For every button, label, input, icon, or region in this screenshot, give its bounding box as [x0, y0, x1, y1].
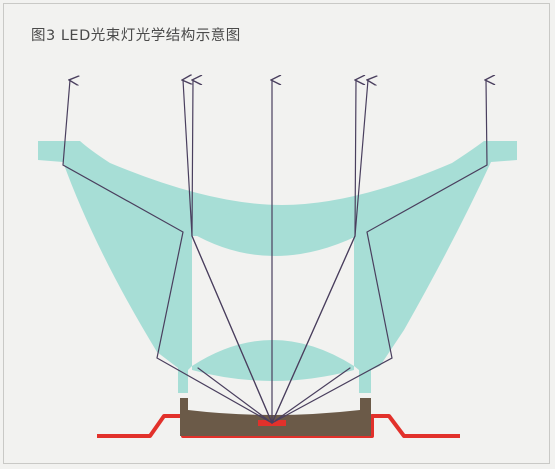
light-rays	[62, 80, 487, 424]
ray-outer-right	[271, 80, 487, 424]
bottom-dome-lens	[192, 340, 354, 381]
reflector-cup	[38, 141, 517, 393]
top-convex-lens	[190, 206, 365, 256]
ray-inner-right	[271, 367, 351, 424]
ray-outer-left	[62, 80, 273, 424]
ray-inner-left	[197, 367, 273, 424]
figure-frame	[3, 3, 550, 464]
left-lens-leg	[178, 366, 188, 393]
ray-left-2	[192, 80, 273, 424]
reflector-cavity	[192, 236, 354, 366]
led-base	[180, 398, 371, 436]
right-lens-leg	[359, 366, 371, 393]
figure-caption: 图3 LED光束灯光学结构示意图	[31, 28, 241, 44]
ray-right-2	[271, 80, 368, 424]
